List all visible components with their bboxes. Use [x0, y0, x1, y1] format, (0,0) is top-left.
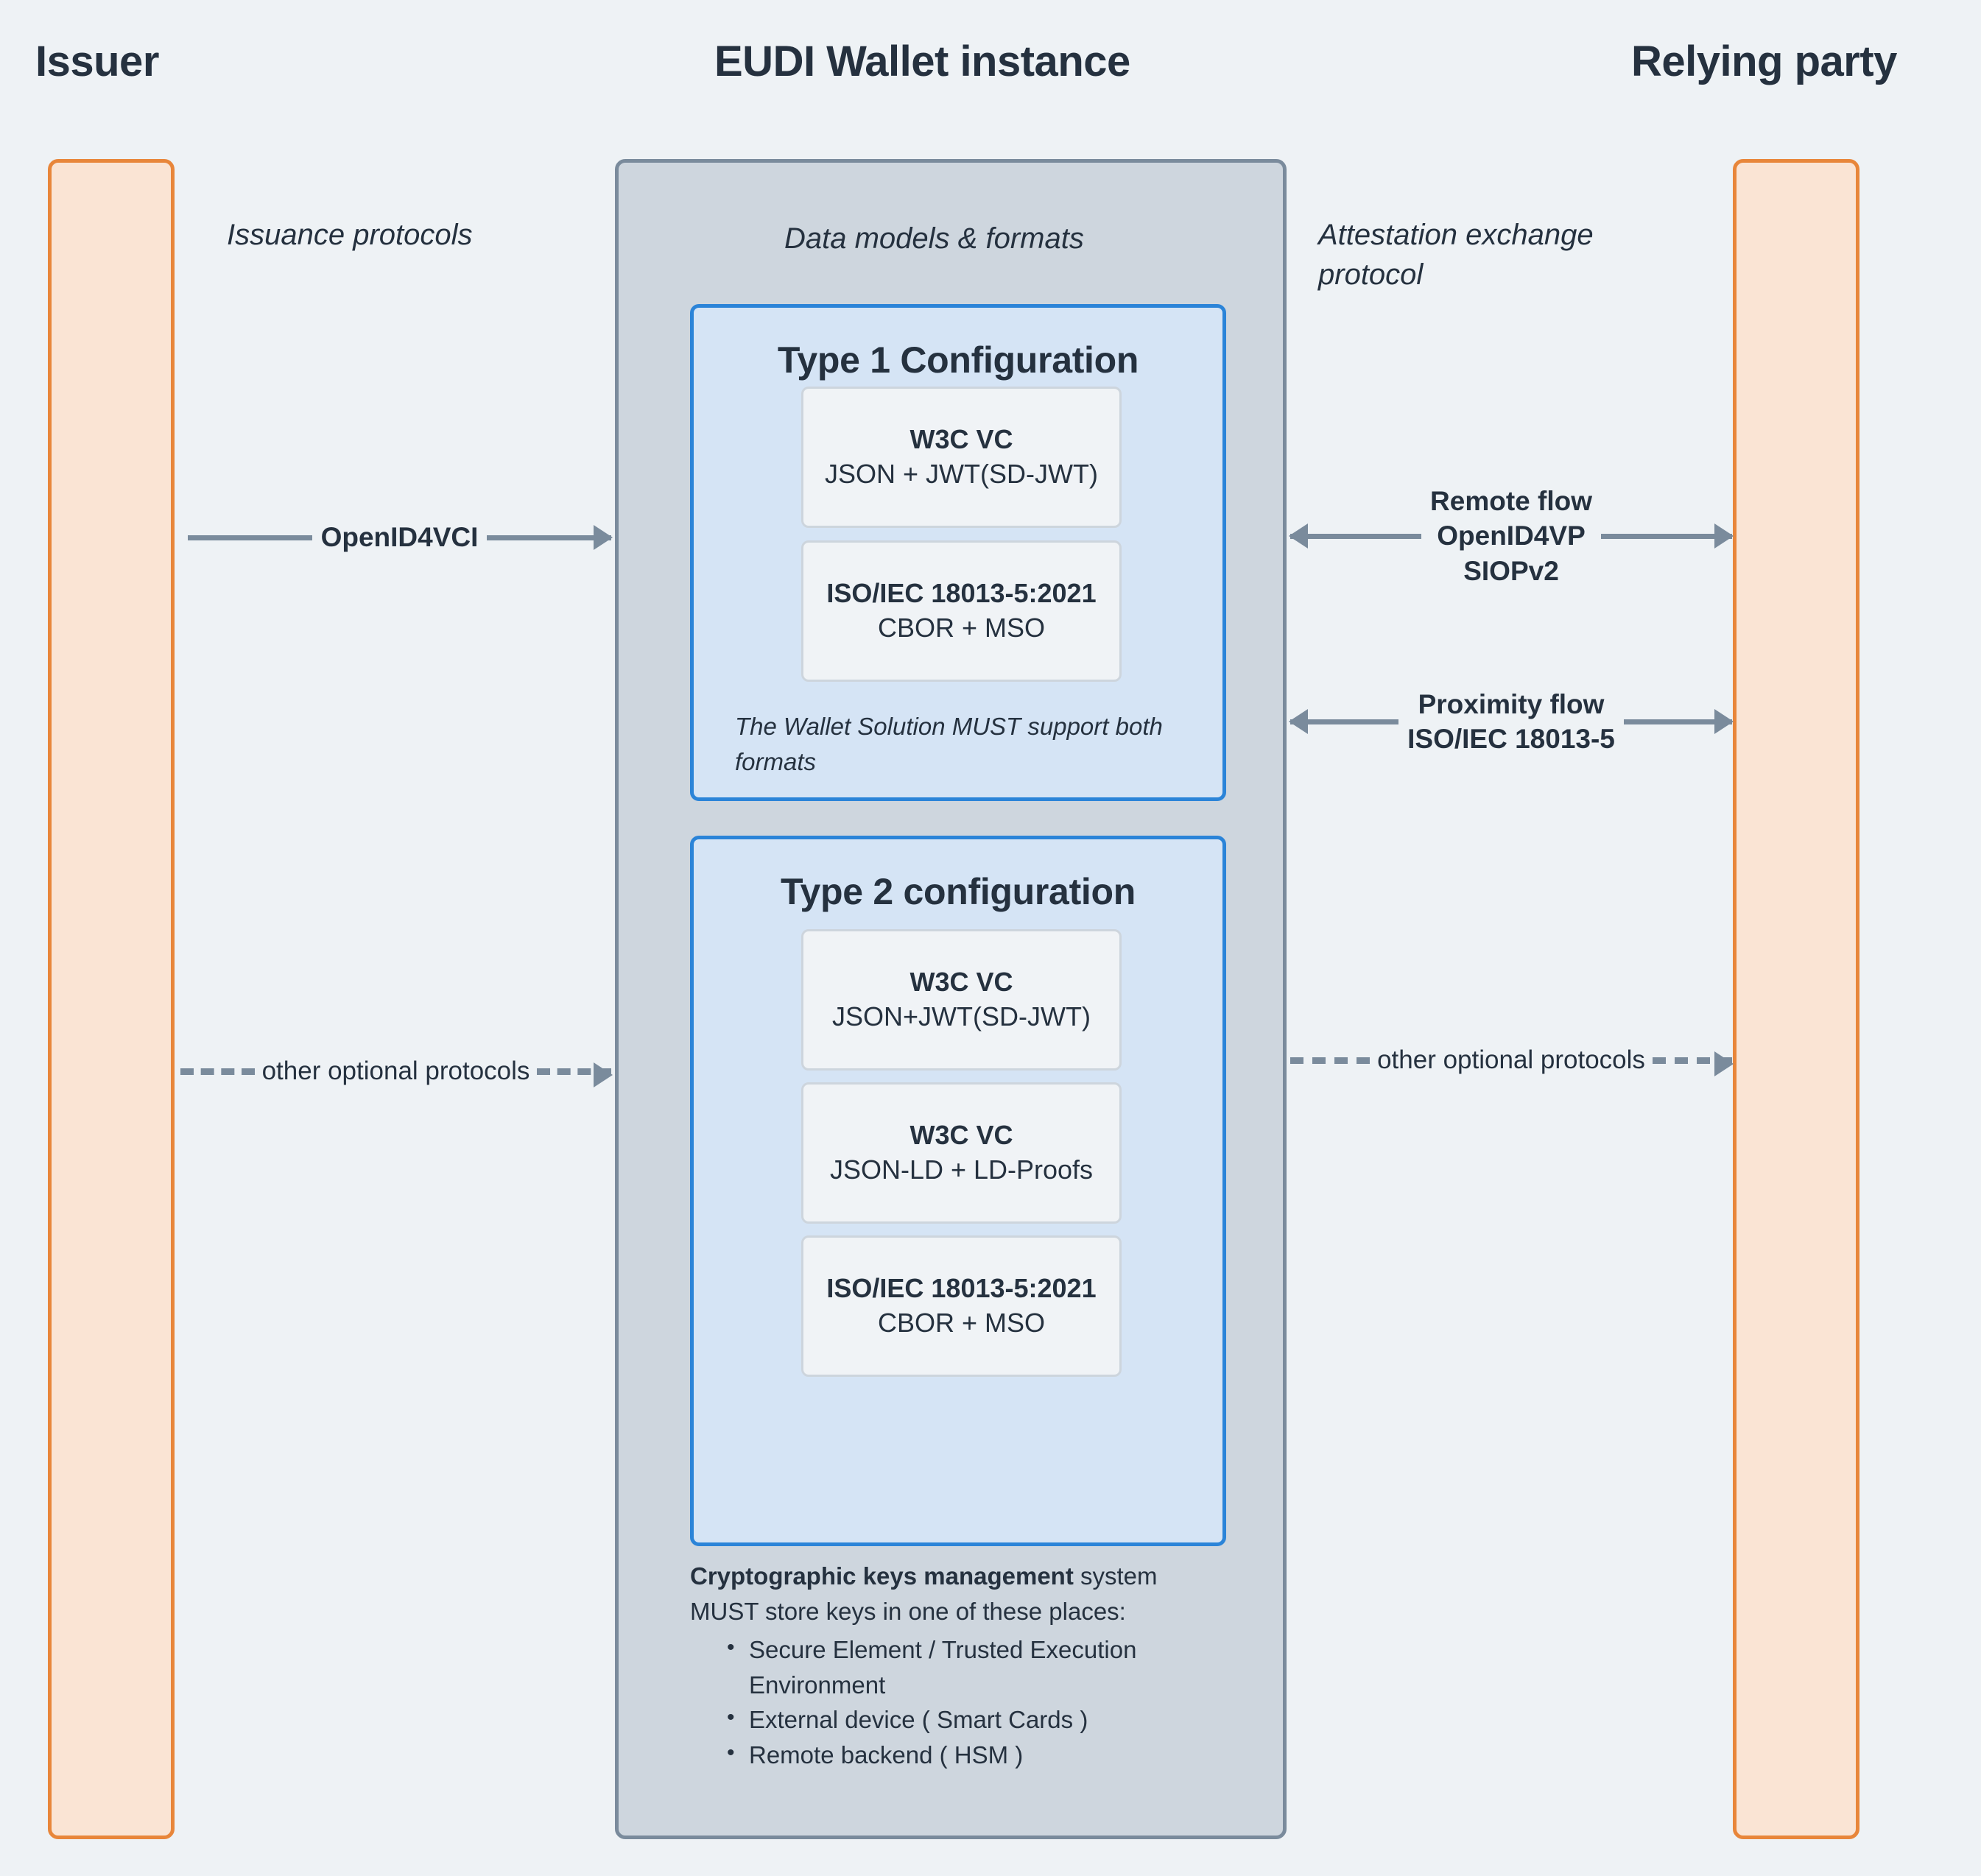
arrow-line-left — [1290, 719, 1399, 724]
connector-label: other optional protocols — [1377, 1045, 1645, 1074]
format-detail: JSON-LD + LD-Proofs — [829, 1154, 1094, 1185]
connector-optional-protocols-issuer: other optional protocols — [180, 1049, 611, 1093]
type-1-configuration-title: Type 1 Configuration — [777, 339, 1139, 381]
format-box-w3c-vc-jsonld: W3C VC JSON-LD + LD-Proofs — [801, 1082, 1122, 1224]
connector-label: OpenID4VCI — [320, 522, 479, 553]
relying-party-title: Relying party — [1631, 38, 1897, 85]
format-detail: CBOR + MSO — [877, 613, 1046, 643]
arrow-line-right — [487, 535, 612, 540]
cryptographic-keys-management-note: Cryptographic keys management system MUS… — [690, 1559, 1228, 1773]
format-name: W3C VC — [909, 967, 1013, 998]
type-2-configuration-title: Type 2 configuration — [781, 871, 1136, 912]
issuance-protocols-caption: Issuance protocols — [227, 219, 473, 251]
connector-optional-protocols-relying: other optional protocols — [1290, 1038, 1732, 1082]
type-2-configuration-card: Type 2 configuration W3C VC JSON+JWT(SD-… — [690, 836, 1226, 1546]
arrow-line-left — [1290, 533, 1422, 539]
format-detail: CBOR + MSO — [877, 1308, 1046, 1338]
format-box-iso-18013-5: ISO/IEC 18013-5:2021 CBOR + MSO — [801, 1235, 1122, 1377]
format-box-w3c-vc-jwt: W3C VC JSON + JWT(SD-JWT) — [801, 387, 1122, 528]
connector-proximity-flow: Proximity flow ISO/IEC 18013-5 — [1290, 677, 1733, 766]
list-item: Secure Element / Trusted Execution Envir… — [724, 1632, 1228, 1703]
arrow-line-left — [180, 1068, 255, 1075]
format-name: ISO/IEC 18013-5:2021 — [826, 578, 1097, 609]
type-1-configuration-card: Type 1 Configuration W3C VC JSON + JWT(S… — [690, 304, 1226, 801]
list-item: External device ( Smart Cards ) — [724, 1702, 1228, 1738]
connector-label: other optional protocols — [261, 1056, 530, 1085]
relying-party-pillar — [1733, 159, 1859, 1839]
format-name: W3C VC — [909, 424, 1013, 455]
format-box-iso-18013-5: ISO/IEC 18013-5:2021 CBOR + MSO — [801, 540, 1122, 682]
keys-note-lead: Cryptographic keys management — [690, 1562, 1074, 1590]
keys-note-rest: system MUST store keys in one of these p… — [690, 1562, 1158, 1625]
data-models-formats-caption: Data models & formats — [784, 222, 1084, 255]
format-detail: JSON + JWT(SD-JWT) — [825, 459, 1098, 489]
arrow-line-left — [188, 535, 312, 540]
arrow-line-right — [1623, 719, 1733, 724]
type-1-configuration-note: The Wallet Solution MUST support both fo… — [735, 713, 1163, 775]
arrow-line-right — [537, 1068, 611, 1075]
issuer-pillar — [48, 159, 175, 1839]
connector-remote-flow: Remote flow OpenID4VP SIOPv2 — [1290, 477, 1732, 595]
arrow-line-right — [1600, 533, 1732, 539]
connector-label: Proximity flow ISO/IEC 18013-5 — [1407, 688, 1615, 754]
connector-label: Remote flow OpenID4VP SIOPv2 — [1430, 485, 1592, 586]
wallet-title: EUDI Wallet instance — [714, 38, 1130, 85]
arrow-line-left — [1290, 1057, 1370, 1064]
format-name: ISO/IEC 18013-5:2021 — [826, 1273, 1097, 1304]
keys-storage-list: Secure Element / Trusted Execution Envir… — [690, 1632, 1228, 1773]
issuer-title: Issuer — [35, 38, 159, 85]
list-item: Remote backend ( HSM ) — [724, 1737, 1228, 1773]
arrow-line-right — [1652, 1057, 1732, 1064]
format-name: W3C VC — [909, 1120, 1013, 1151]
eudi-wallet-instance-box: Data models & formats Type 1 Configurati… — [615, 159, 1287, 1839]
connector-openid4vci: OpenID4VCI — [188, 515, 612, 560]
keys-note-paragraph: Cryptographic keys management system MUS… — [690, 1559, 1228, 1629]
format-detail: JSON+JWT(SD-JWT) — [832, 1001, 1091, 1032]
format-box-w3c-vc-jwt: W3C VC JSON+JWT(SD-JWT) — [801, 929, 1122, 1071]
attestation-exchange-caption: Attestation exchange protocol — [1318, 219, 1594, 291]
